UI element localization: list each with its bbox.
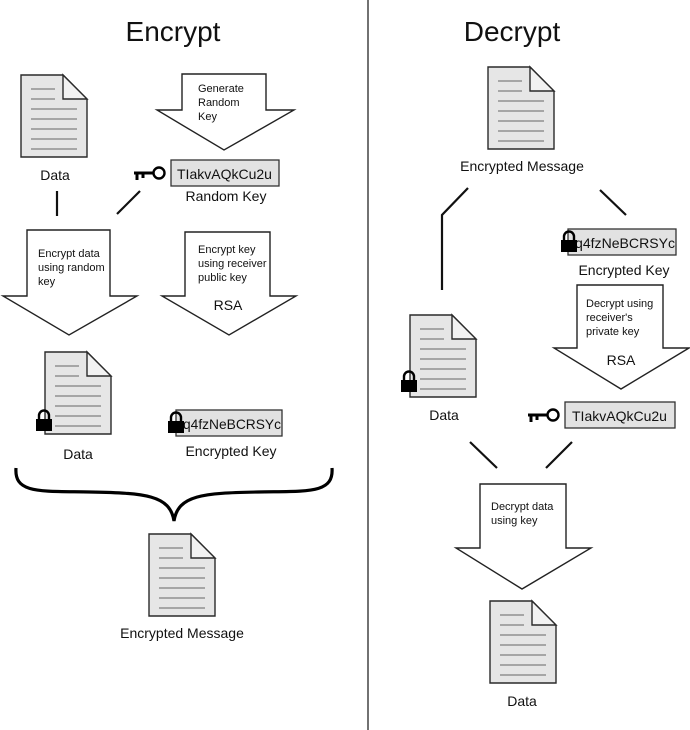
encrypt-data-line-3: key	[38, 276, 56, 288]
data-label: Data	[40, 167, 70, 183]
encrypt-key-algo: RSA	[214, 297, 243, 313]
encrypt-key-line-3: public key	[198, 272, 247, 284]
output-data-document-icon	[489, 600, 557, 684]
decrypt-encrypted-data-document-icon	[409, 314, 477, 398]
decrypt-key-line-3: private key	[586, 326, 640, 338]
encrypt-key-arrow	[159, 231, 299, 336]
encrypted-data-label: Data	[63, 446, 93, 462]
generate-arrow-line-3: Key	[198, 111, 217, 123]
decrypt-title: Decrypt	[464, 16, 561, 47]
encrypt-data-line-1: Encrypt data	[38, 248, 101, 260]
decrypt-data-line-2: using key	[491, 515, 538, 527]
key-icon	[132, 166, 166, 182]
encrypted-message-label: Encrypted Message	[120, 625, 244, 641]
connector-to-key	[599, 189, 627, 216]
decrypt-encrypted-key-value: q4fzNeBCRSYc	[575, 235, 675, 251]
key-icon	[526, 408, 560, 424]
encrypted-key-value: q4fzNeBCRSYc	[183, 416, 281, 432]
generate-arrow-line-2: Random	[198, 97, 240, 109]
combine-brace	[14, 467, 334, 522]
decrypt-key-arrow	[551, 284, 690, 390]
encrypted-message-document-icon	[148, 533, 216, 617]
encrypt-data-arrow	[0, 229, 140, 336]
encrypted-data-document-icon	[44, 351, 112, 435]
decrypt-data-line-1: Decrypt data	[491, 501, 554, 513]
encrypt-title: Encrypt	[126, 16, 221, 47]
decrypt-encrypted-data-label: Data	[429, 407, 459, 423]
generate-key-arrow	[154, 73, 297, 151]
decrypt-encrypted-key-label: Encrypted Key	[578, 262, 669, 278]
decrypt-data-arrow	[453, 483, 594, 590]
decrypt-random-key-box	[564, 401, 676, 429]
data-document-icon	[20, 74, 88, 158]
encrypt-key-line-1: Encrypt key	[198, 244, 256, 256]
decrypt-key-line-1: Decrypt using	[586, 298, 653, 310]
random-key-value: TIakvAQkCu2u	[177, 166, 272, 182]
output-data-label: Data	[507, 693, 537, 709]
generate-arrow-line-1: Generate	[198, 83, 244, 95]
random-key-label: Random Key	[186, 188, 267, 204]
connector-to-data	[440, 187, 469, 290]
decrypt-key-line-2: receiver's	[586, 312, 633, 324]
encrypted-key-box	[175, 409, 283, 437]
decrypt-encrypted-message-label: Encrypted Message	[460, 158, 584, 174]
decrypt-random-key-value: TIakvAQkCu2u	[572, 408, 667, 424]
decrypt-key-algo: RSA	[607, 352, 636, 368]
encrypted-message-document-icon	[487, 66, 555, 150]
encrypt-data-line-2: using random	[38, 262, 105, 274]
encrypt-key-line-2: using receiver	[198, 258, 267, 270]
decrypt-encrypted-key-box	[567, 228, 677, 256]
connector-key-in	[545, 441, 573, 469]
lock-icon	[34, 409, 54, 433]
connector-data-in	[469, 441, 498, 469]
connector-key	[116, 190, 141, 215]
lock-icon	[399, 370, 419, 394]
encrypted-key-label: Encrypted Key	[185, 443, 276, 459]
random-key-box	[170, 159, 280, 187]
